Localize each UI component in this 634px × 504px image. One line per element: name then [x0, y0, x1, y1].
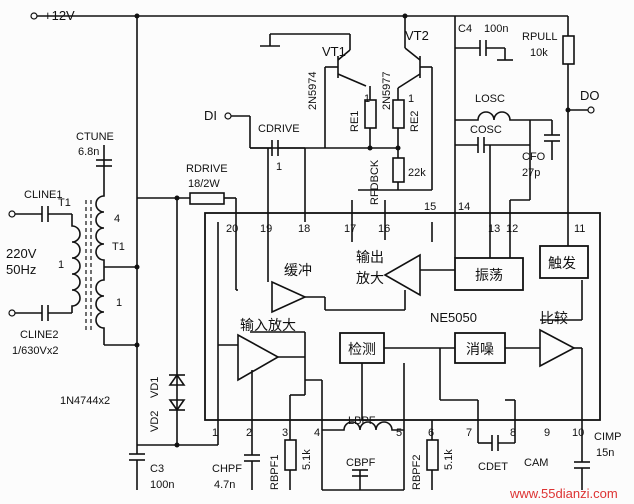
pin-20: 20	[226, 223, 238, 235]
pin-9: 9	[544, 427, 550, 439]
t1-label: T1	[58, 197, 71, 209]
c4-label: C4	[458, 23, 472, 35]
t1b-label: T1	[112, 241, 125, 253]
pin-2: 2	[246, 427, 252, 439]
pin-5: 5	[396, 427, 402, 439]
cbpf-label: CBPF	[346, 457, 376, 469]
cfo-label: CFO	[522, 151, 546, 163]
rdrive-value: 18/2W	[188, 178, 220, 190]
pin-18: 18	[298, 223, 310, 235]
cfo-value: 27p	[522, 167, 540, 179]
vt1-label: VT1	[322, 44, 346, 59]
rdrive-label: RDRIVE	[186, 163, 228, 175]
block-detect: 检测	[348, 342, 376, 358]
chpf-label: CHPF	[212, 463, 242, 475]
pin-19: 19	[260, 223, 272, 235]
re2-value: 1	[408, 93, 414, 105]
winding-1b: 1	[116, 297, 122, 309]
block-squelch: 消噪	[466, 342, 494, 358]
chip-label: NE5050	[430, 310, 477, 325]
re1-label: RE1	[349, 111, 361, 132]
chpf-value: 4.7n	[214, 479, 235, 491]
pin-16: 16	[378, 223, 390, 235]
vd1-label: VD1	[149, 377, 161, 398]
rbpf2-label: RBPF2	[411, 455, 423, 490]
ctune-label: CTUNE	[76, 131, 114, 143]
c3-label: C3	[150, 463, 164, 475]
watermark: www.55dianzi.com	[509, 486, 618, 501]
vcc-label: +12V	[44, 8, 75, 23]
cam-label: CAM	[524, 457, 548, 469]
block-buffer: 缓冲	[284, 263, 312, 279]
rpull-label: RPULL	[522, 31, 557, 43]
pin-17: 17	[344, 223, 356, 235]
wiring	[8, 12, 601, 491]
block-trigger: 触发	[548, 256, 576, 272]
block-oscillator: 振荡	[475, 268, 503, 284]
pin-7: 7	[466, 427, 472, 439]
di-label: DI	[204, 108, 217, 123]
pin-13: 13	[488, 223, 500, 235]
re2-label: RE2	[409, 111, 421, 132]
winding-1a: 1	[58, 259, 64, 271]
vd2-label: VD2	[149, 411, 161, 432]
rfdbck-label: RFDBCK	[369, 159, 381, 205]
pin-numbers: 20 19 18 17 16 15 14 13 12 11 1 2 3 4 5 …	[212, 201, 585, 439]
block-compare: 比较	[540, 311, 568, 327]
block-output-1: 输出	[356, 250, 384, 266]
rbpf2-value: 5.1k	[443, 449, 455, 470]
cdrive-value: 1	[276, 161, 282, 173]
vt1-part: 2N5974	[307, 71, 319, 110]
block-input-amp: 输入放大	[240, 318, 296, 334]
rbpf1-value: 5.1k	[301, 449, 313, 470]
losc-label: LOSC	[475, 93, 505, 105]
pin-6: 6	[428, 427, 434, 439]
cline2-value: 1/630Vx2	[12, 345, 58, 357]
cline1-label: CLINE1	[24, 189, 63, 201]
c4-value: 100n	[484, 23, 508, 35]
rbpf1-label: RBPF1	[269, 455, 281, 490]
rfdbck-value: 22k	[408, 167, 426, 179]
pin-11: 11	[574, 223, 585, 235]
pin-10: 10	[572, 427, 584, 439]
block-output-2: 放大	[356, 271, 384, 287]
re1-value: 1	[364, 93, 370, 105]
pin-15: 15	[424, 201, 436, 213]
ctune-value: 6.8n	[78, 146, 99, 158]
labels: +12V VT1 VT2 2N5974 2N5977 RE1 1 RE2 1 R…	[6, 8, 622, 501]
pin-3: 3	[282, 427, 288, 439]
do-label: DO	[580, 88, 600, 103]
cimp-value: 15n	[596, 447, 614, 459]
vt2-part: 2N5977	[381, 71, 393, 110]
cimp-label: CIMP	[594, 431, 622, 443]
mains-voltage: 220V	[6, 246, 37, 261]
rpull-value: 10k	[530, 47, 548, 59]
cline2-label: CLINE2	[20, 329, 59, 341]
mains-frequency: 50Hz	[6, 262, 36, 277]
lbpf-label: LBPF	[348, 415, 376, 427]
winding-4: 4	[114, 213, 120, 225]
pin-1: 1	[212, 427, 218, 439]
pin-8: 8	[510, 427, 516, 439]
cosc-label: COSC	[470, 124, 502, 136]
zener-part: 1N4744x2	[60, 395, 110, 407]
c3-value: 100n	[150, 479, 174, 491]
cdrive-label: CDRIVE	[258, 123, 300, 135]
pin-14: 14	[458, 201, 470, 213]
pin-4: 4	[314, 427, 320, 439]
cdet-label: CDET	[478, 461, 508, 473]
vt2-label: VT2	[405, 28, 429, 43]
pin-12: 12	[506, 223, 518, 235]
